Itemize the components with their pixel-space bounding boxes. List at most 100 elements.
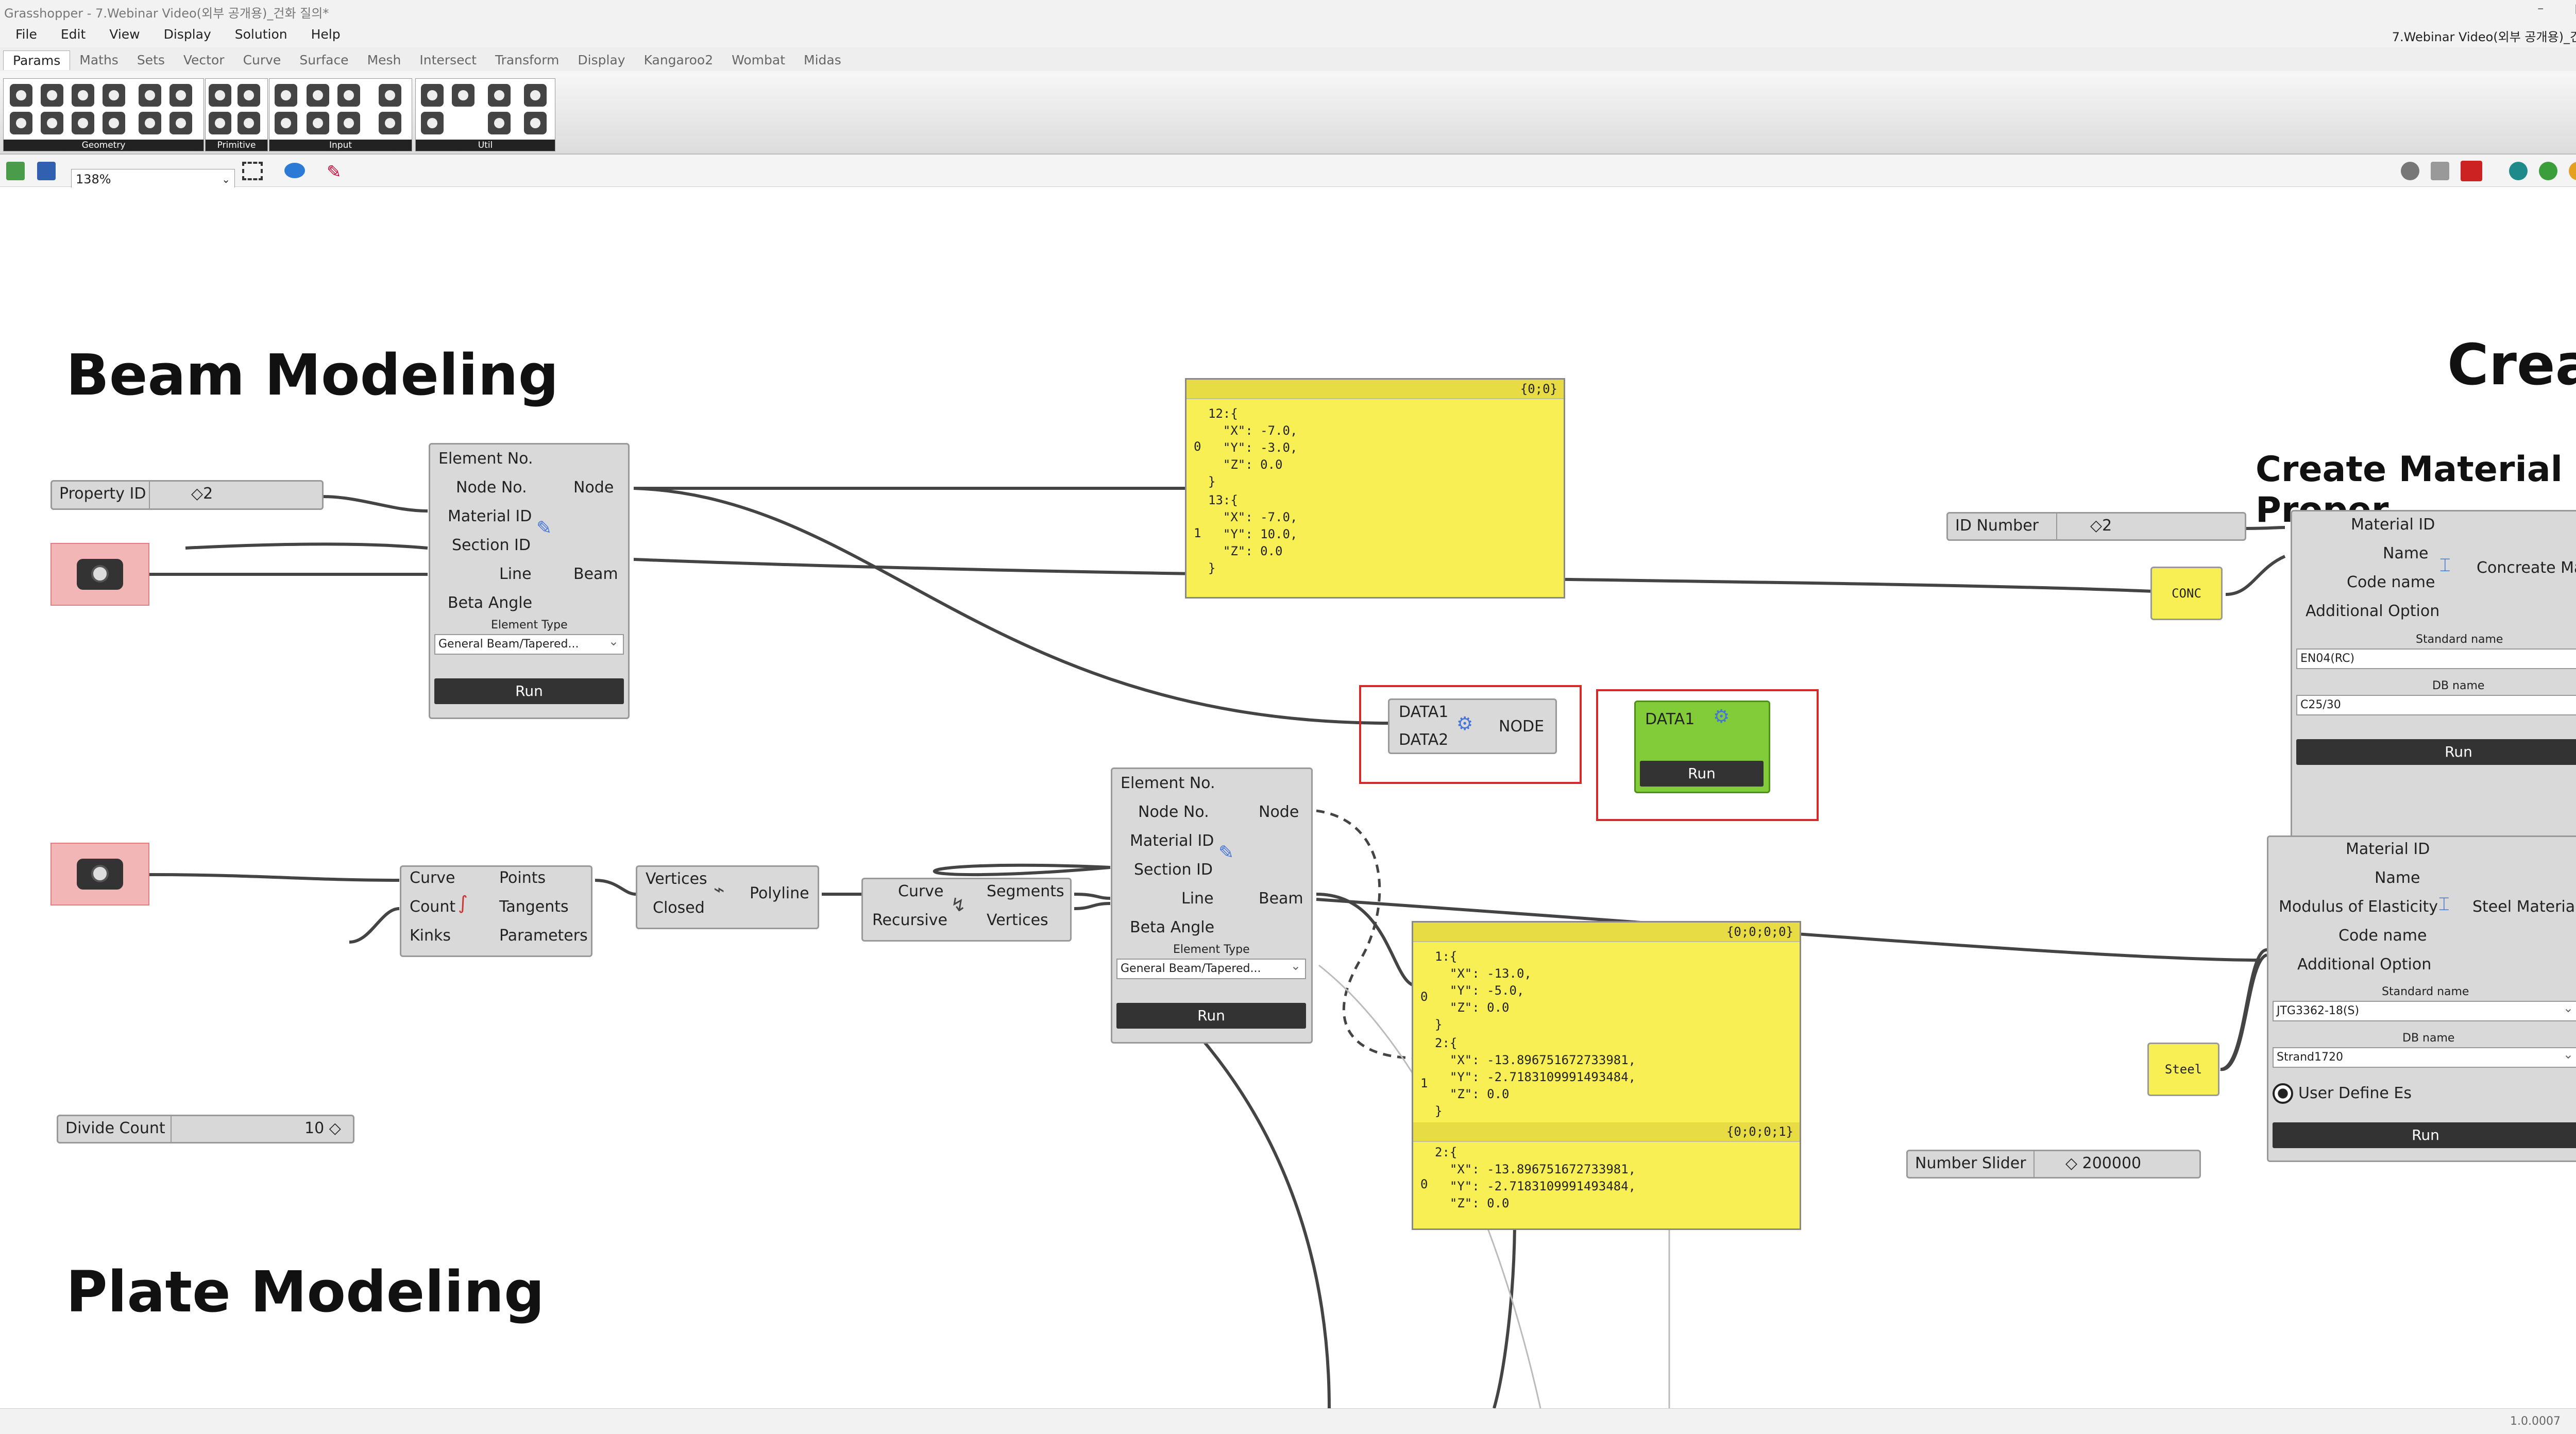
fitness-icon[interactable] bbox=[524, 84, 547, 107]
conc-text-param[interactable]: CONC bbox=[2150, 567, 2223, 620]
output-polyline[interactable]: Polyline bbox=[750, 884, 809, 902]
input-node-no[interactable]: Node No. bbox=[1138, 803, 1209, 821]
input-curve[interactable]: Curve bbox=[898, 882, 944, 900]
input-additional-option[interactable]: Additional Option bbox=[2297, 955, 2432, 974]
value-list-icon[interactable] bbox=[337, 112, 360, 134]
send-data-component[interactable]: DATA1 ⚙ Run bbox=[1634, 701, 1770, 793]
menu-display[interactable]: Display bbox=[163, 27, 211, 42]
input-vertices[interactable]: Vertices bbox=[646, 870, 707, 888]
output-segments[interactable]: Segments bbox=[987, 882, 1064, 900]
menu-help[interactable]: Help bbox=[311, 27, 341, 42]
explode-component[interactable]: Curve Recursive ↯ Segments Vertices bbox=[861, 878, 1072, 942]
menu-solution[interactable]: Solution bbox=[234, 27, 287, 42]
menu-file[interactable]: File bbox=[15, 27, 37, 42]
tab-mesh[interactable]: Mesh bbox=[367, 53, 401, 67]
input-name[interactable]: Name bbox=[2375, 869, 2420, 887]
input-section-id[interactable]: Section ID bbox=[1134, 861, 1213, 879]
button-icon[interactable] bbox=[275, 112, 297, 134]
sketch-icon[interactable]: ✎ bbox=[327, 162, 342, 182]
geometry-param-2[interactable] bbox=[50, 843, 149, 906]
tab-surface[interactable]: Surface bbox=[299, 53, 349, 67]
tab-transform[interactable]: Transform bbox=[495, 53, 560, 67]
flask-icon[interactable] bbox=[524, 112, 547, 134]
wire-down1[interactable] bbox=[1199, 1036, 1331, 1408]
wire-node-to-data1[interactable] bbox=[633, 487, 1392, 725]
output-points[interactable]: Points bbox=[499, 869, 546, 887]
input-data1[interactable]: DATA1 bbox=[1399, 703, 1449, 721]
run-button[interactable]: Run bbox=[2296, 739, 2576, 765]
input-additional-option[interactable]: Additional Option bbox=[2306, 602, 2440, 620]
wire-dashed-node[interactable] bbox=[1316, 809, 1417, 1060]
node-output-panel[interactable]: {0;0} 0 12:{ "X": -7.0, "Y": -3.0, "Z": … bbox=[1185, 378, 1565, 599]
output-steel-material[interactable]: Steel Material bbox=[2472, 898, 2576, 916]
input-modulus[interactable]: Modulus of Elasticity bbox=[2279, 898, 2438, 916]
geometry-param-icon[interactable] bbox=[10, 84, 32, 107]
input-beta-angle[interactable]: Beta Angle bbox=[448, 594, 533, 612]
text-param-icon[interactable] bbox=[209, 112, 231, 134]
output-beam[interactable]: Beam bbox=[573, 565, 618, 583]
input-data2[interactable]: DATA2 bbox=[1399, 731, 1449, 749]
input-count[interactable]: Count bbox=[410, 898, 456, 916]
output-vertices[interactable]: Vertices bbox=[987, 911, 1048, 929]
standard-name-select[interactable]: EN04(RC) bbox=[2296, 648, 2576, 669]
cherry-icon[interactable] bbox=[421, 112, 444, 134]
panel-icon[interactable] bbox=[275, 84, 297, 107]
preview-mesh-icon[interactable] bbox=[2569, 162, 2576, 180]
preview-selected-icon[interactable] bbox=[2509, 162, 2528, 180]
input-node-no[interactable]: Node No. bbox=[456, 479, 527, 497]
zoom-level-select[interactable]: 138%⌄ bbox=[71, 169, 235, 189]
wire-steel-tag[interactable] bbox=[2220, 953, 2268, 1071]
input-beta-angle[interactable]: Beta Angle bbox=[1130, 918, 1215, 936]
beam-component-2[interactable]: Element No. Node No. Material ID Section… bbox=[1111, 767, 1313, 1044]
number-slider[interactable]: Number Slider ◇ 200000 bbox=[1906, 1150, 2201, 1179]
db-name-select[interactable]: C25/30 bbox=[2296, 695, 2576, 715]
run-button[interactable]: Run bbox=[1116, 1003, 1306, 1029]
input-name[interactable]: Name bbox=[2383, 544, 2429, 562]
curve-param-icon[interactable] bbox=[72, 84, 94, 107]
tab-wombat[interactable]: Wombat bbox=[732, 53, 786, 67]
output-node[interactable]: Node bbox=[1259, 803, 1299, 821]
integer-param-icon[interactable] bbox=[238, 84, 260, 107]
input-element-no[interactable]: Element No. bbox=[438, 450, 533, 468]
id-number-slider[interactable]: ID Number ◇2 bbox=[1946, 512, 2246, 541]
divide-count-slider[interactable]: Divide Count 10 ◇ bbox=[57, 1115, 354, 1143]
grasshopper-canvas[interactable]: Beam Modeling Plate Modeling Create Crea… bbox=[0, 187, 2576, 1408]
user-define-radio[interactable] bbox=[2273, 1083, 2293, 1104]
tree-icon[interactable] bbox=[452, 84, 474, 107]
wire-property-to-section[interactable] bbox=[321, 495, 428, 513]
open-file-icon[interactable] bbox=[6, 162, 25, 180]
wire-loop[interactable] bbox=[933, 863, 1111, 877]
wire-number-to-steel[interactable] bbox=[2220, 948, 2267, 1071]
tab-intersect[interactable]: Intersect bbox=[419, 53, 477, 67]
gradient-icon[interactable] bbox=[379, 84, 401, 107]
steel-text-param[interactable]: Steel bbox=[2147, 1043, 2219, 1096]
preview-off-icon[interactable] bbox=[2401, 162, 2419, 180]
tab-vector[interactable]: Vector bbox=[183, 53, 225, 67]
save-file-icon[interactable] bbox=[37, 162, 56, 180]
plane-param-icon[interactable] bbox=[41, 112, 63, 134]
zoom-extents-icon[interactable] bbox=[242, 162, 263, 180]
surface-param-icon[interactable] bbox=[103, 84, 125, 107]
menu-view[interactable]: View bbox=[109, 27, 140, 42]
minimize-button[interactable]: – bbox=[2537, 1, 2544, 15]
relay-icon[interactable] bbox=[488, 112, 511, 134]
wire-beam2-to-panel2[interactable] bbox=[1316, 893, 1417, 987]
cluster-icon[interactable] bbox=[421, 84, 444, 107]
node-merge-component[interactable]: DATA1 DATA2 ⚙ NODE bbox=[1388, 698, 1557, 754]
wire-down2[interactable] bbox=[1493, 1217, 1516, 1408]
input-line[interactable]: Line bbox=[499, 565, 532, 583]
toggle-icon[interactable] bbox=[337, 84, 360, 107]
run-button[interactable]: Run bbox=[1640, 761, 1764, 787]
line-param-icon[interactable] bbox=[72, 112, 94, 134]
divide-curve-component[interactable]: Curve Count Kinks ∫ Points Tangents Para… bbox=[400, 865, 592, 957]
steel-material-component[interactable]: Material ID Name Modulus of Elasticity C… bbox=[2267, 835, 2576, 1162]
run-button[interactable]: Run bbox=[434, 678, 624, 704]
property-id-slider[interactable]: Property ID ◇2 bbox=[50, 480, 324, 510]
input-code-name[interactable]: Code name bbox=[2338, 927, 2427, 945]
vector-param-icon[interactable] bbox=[10, 112, 32, 134]
beam-component-1[interactable]: Element No. Node No. Material ID Section… bbox=[429, 443, 630, 719]
mesh-param-icon[interactable] bbox=[170, 84, 192, 107]
tab-sets[interactable]: Sets bbox=[137, 53, 165, 67]
output-parameters[interactable]: Parameters bbox=[499, 927, 588, 945]
output-node[interactable]: Node bbox=[573, 479, 614, 497]
